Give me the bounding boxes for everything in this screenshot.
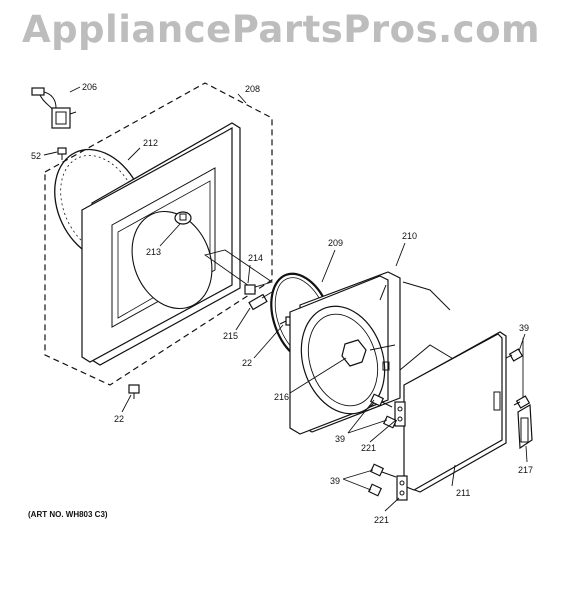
callout-208: 208 bbox=[245, 84, 260, 94]
callout-217: 217 bbox=[518, 465, 533, 475]
callout-209: 209 bbox=[328, 238, 343, 248]
leader-lines bbox=[43, 86, 528, 512]
front-panel[interactable] bbox=[81, 122, 241, 366]
assembly-outline-208 bbox=[44, 82, 273, 386]
part-39-screws-upper[interactable] bbox=[369, 393, 398, 429]
callout-22-lower: 22 bbox=[114, 414, 124, 424]
callout-221-lower: 221 bbox=[374, 515, 389, 525]
assembly-guide-lines bbox=[399, 281, 456, 371]
callout-214: 214 bbox=[248, 253, 263, 263]
part-213-latch[interactable] bbox=[174, 211, 192, 225]
part-221-hinge-upper[interactable] bbox=[394, 401, 406, 427]
callout-39-upper: 39 bbox=[335, 434, 345, 444]
callout-22-upper: 22 bbox=[242, 358, 252, 368]
part-210-inner-door[interactable] bbox=[288, 271, 401, 435]
part-206-harness[interactable] bbox=[31, 87, 77, 129]
callout-211: 211 bbox=[456, 488, 470, 498]
art-number: (ART NO. WH803 C3) bbox=[28, 510, 108, 519]
part-221-hinge-lower[interactable] bbox=[396, 475, 408, 501]
callout-52: 52 bbox=[31, 151, 41, 161]
callout-213: 213 bbox=[146, 247, 161, 257]
callout-206: 206 bbox=[82, 82, 97, 92]
part-39-screws-lower[interactable] bbox=[367, 463, 397, 497]
part-22-screw-b[interactable] bbox=[128, 384, 140, 399]
callout-39-lower: 39 bbox=[330, 476, 340, 486]
part-215-pin[interactable] bbox=[248, 291, 273, 311]
part-214-bracket[interactable] bbox=[203, 249, 274, 295]
callout-216: 216 bbox=[274, 392, 289, 402]
part-52-screw[interactable] bbox=[57, 147, 67, 160]
callout-210: 210 bbox=[402, 231, 417, 241]
callout-39-right: 39 bbox=[519, 323, 529, 333]
callout-212: 212 bbox=[143, 138, 158, 148]
part-211-outer-door[interactable] bbox=[403, 331, 507, 493]
callout-215: 215 bbox=[223, 331, 238, 341]
part-39-screws-right[interactable] bbox=[505, 348, 531, 409]
callout-221-upper: 221 bbox=[361, 443, 376, 453]
part-217-handle[interactable] bbox=[517, 403, 533, 450]
watermark-text: AppliancePartsPros.com bbox=[21, 8, 541, 51]
